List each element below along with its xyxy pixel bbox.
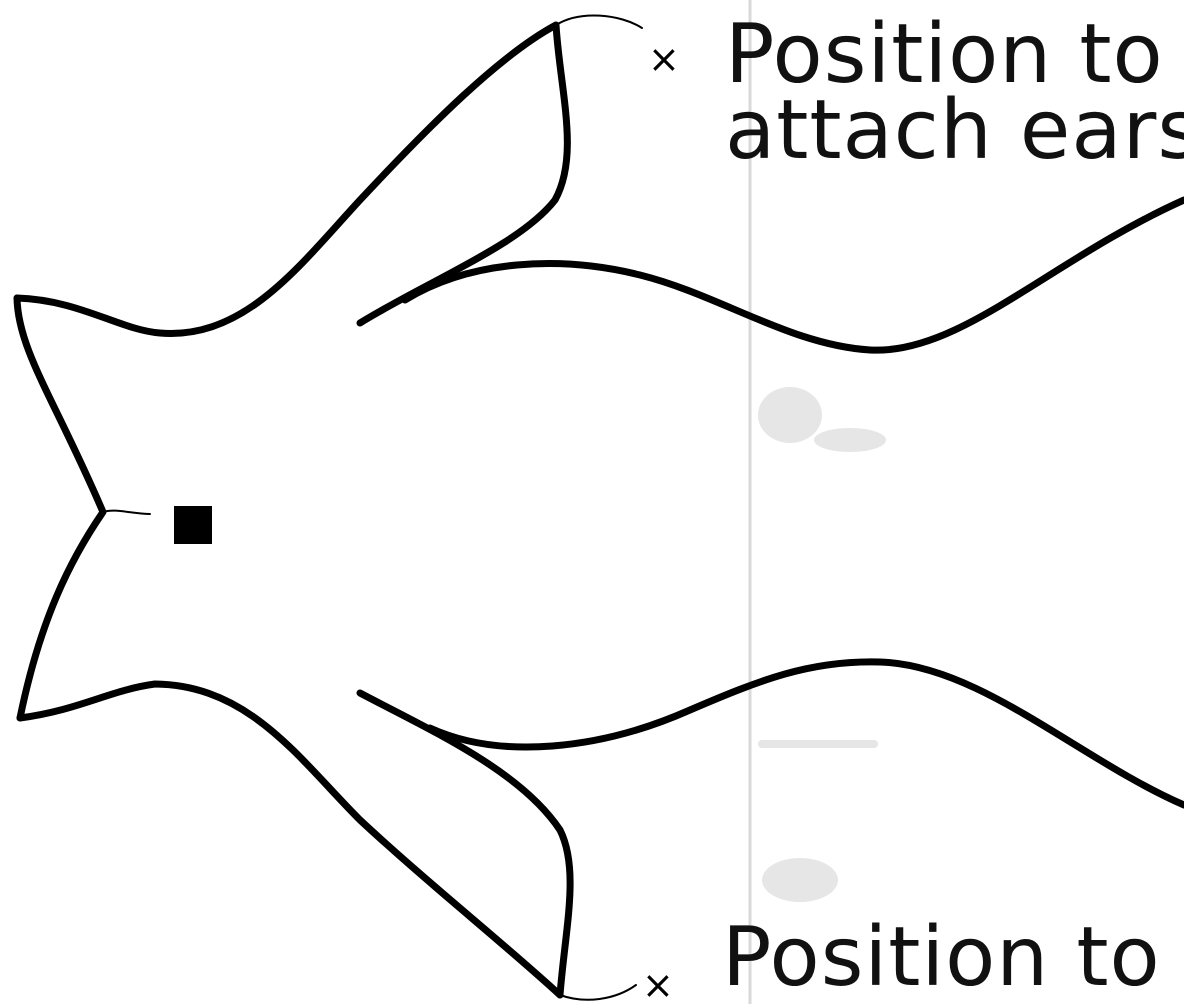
bottom-lower-edge — [16, 680, 574, 999]
top-label-line-2: attach ears — [725, 83, 1184, 178]
bottom-leader-line — [559, 984, 637, 1001]
top-wave-edge — [401, 196, 1184, 354]
bottom-wave-edge — [426, 658, 1184, 809]
bleed-through-marks — [758, 387, 886, 902]
bottom-label-line-1: Position to — [722, 910, 1161, 1004]
bottom-attach-marker: × — [642, 963, 674, 1004]
top-label-line-1: Position to — [725, 7, 1164, 102]
template-outline — [13, 21, 1184, 999]
notch-leader-line — [102, 509, 151, 515]
top-leader-line — [555, 14, 643, 29]
top-upper-edge — [13, 21, 571, 337]
center-square-marker — [174, 506, 212, 544]
top-attach-marker: × — [648, 37, 680, 81]
left-notch-edge — [13, 294, 107, 722]
